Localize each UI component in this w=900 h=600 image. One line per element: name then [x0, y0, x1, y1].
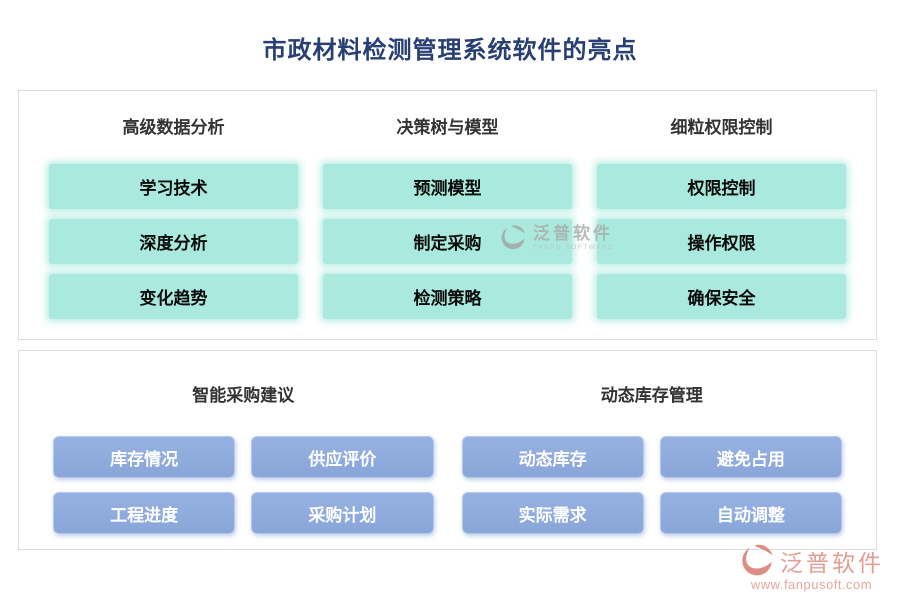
column-header: 细粒权限控制 — [670, 118, 773, 137]
feature-chip: 制定采购 — [323, 219, 572, 264]
watermark-brand: 泛普软件 — [780, 550, 884, 576]
corner-watermark: 泛普软件 www.fanpusoft.com — [739, 543, 884, 592]
column-fine-grained-permission: 细粒权限控制 权限控制 操作权限 确保安全 — [597, 113, 846, 339]
column-advanced-data-analysis: 高级数据分析 学习技术 深度分析 变化趋势 — [49, 113, 298, 339]
feature-chip: 深度分析 — [49, 219, 298, 264]
group-header: 动态库存管理 — [600, 386, 703, 405]
feature-chip: 供应评价 — [251, 436, 434, 478]
fanpu-logo-icon — [739, 543, 775, 579]
column-decision-tree-model: 决策树与模型 预测模型 制定采购 检测策略 — [323, 113, 572, 339]
feature-chip: 自动调整 — [659, 492, 842, 534]
feature-chip: 动态库存 — [461, 436, 644, 478]
column-header: 高级数据分析 — [122, 118, 225, 137]
feature-chip: 预测模型 — [323, 164, 572, 209]
feature-chip: 采购计划 — [251, 492, 434, 534]
feature-chip: 库存情况 — [53, 436, 236, 478]
column-header: 决策树与模型 — [396, 118, 499, 137]
top-features-panel: 高级数据分析 学习技术 深度分析 变化趋势 决策树与模型 预测模型 制定采购 检… — [18, 90, 877, 340]
feature-chip: 权限控制 — [597, 164, 846, 209]
bottom-features-panel: 智能采购建议 库存情况 供应评价 工程进度 采购计划 动态库存管理 动态库存 避… — [18, 350, 877, 550]
group-smart-procurement: 智能采购建议 库存情况 供应评价 工程进度 采购计划 — [39, 381, 448, 549]
group-header: 智能采购建议 — [192, 386, 295, 405]
feature-chip: 变化趋势 — [49, 274, 298, 319]
feature-chip: 操作权限 — [597, 219, 846, 264]
feature-chip: 避免占用 — [659, 436, 842, 478]
group-grid: 库存情况 供应评价 工程进度 采购计划 — [53, 436, 434, 534]
group-grid: 动态库存 避免占用 实际需求 自动调整 — [461, 436, 842, 534]
feature-chip: 学习技术 — [49, 164, 298, 209]
feature-chip: 检测策略 — [323, 274, 572, 319]
page-title: 市政材料检测管理系统软件的亮点 — [262, 37, 638, 64]
feature-chip: 实际需求 — [461, 492, 644, 534]
watermark-url: www.fanpusoft.com — [750, 577, 873, 592]
group-dynamic-inventory: 动态库存管理 动态库存 避免占用 实际需求 自动调整 — [448, 381, 857, 549]
feature-chip: 确保安全 — [597, 274, 846, 319]
feature-chip: 工程进度 — [53, 492, 236, 534]
